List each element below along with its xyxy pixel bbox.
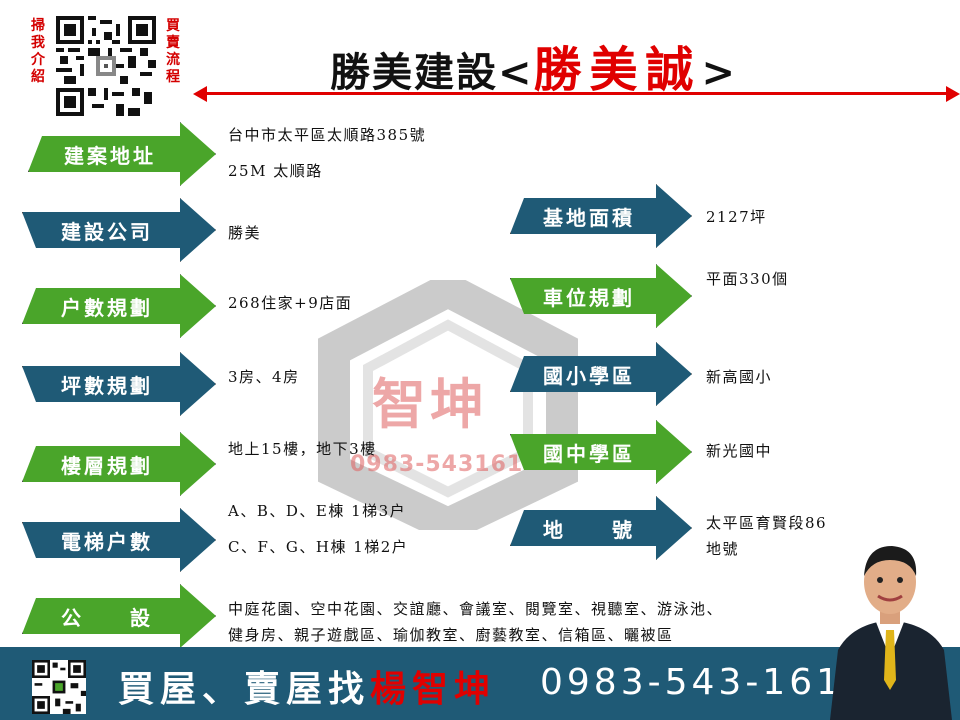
value-layout: 3房、4房 [228, 368, 300, 386]
trade-process-text: 買賣流程 [166, 18, 180, 85]
footer-phone-number[interactable]: 0983-543-161 [540, 662, 844, 703]
value-floors: 地上15樓，地下3樓 [228, 440, 377, 458]
value-parking: 平面330個 [706, 270, 789, 288]
qr-code-contact[interactable] [32, 660, 86, 714]
watermark-name: 智坤 [372, 372, 488, 436]
label-company: 建設公司 [22, 198, 216, 262]
label-address: 建案地址 [28, 122, 216, 186]
value-elevator-line2: C、F、G、H棟 1梯2户 [228, 538, 409, 556]
value-address-line2: 25M 太順路 [228, 162, 323, 180]
footer-slogan: 買屋、賣屋找楊智坤 [118, 660, 496, 712]
title-suffix: > [701, 49, 738, 96]
value-lot-line2: 地號 [706, 540, 740, 558]
label-parking: 車位規劃 [510, 264, 692, 328]
value-site-area: 2127坪 [706, 208, 767, 226]
page-title: 勝美建設<勝美誠> [330, 30, 737, 100]
footer-agent-name: 楊智坤 [370, 668, 497, 710]
value-junior-high: 新光國中 [706, 442, 773, 460]
footer-bar [0, 647, 960, 720]
label-junior-high: 國中學區 [510, 420, 692, 484]
title-prefix: 勝美建設< [330, 49, 534, 96]
label-site-area: 基地面積 [510, 184, 692, 248]
red-arrow-right-head [946, 86, 960, 102]
value-units: 268住家+9店面 [228, 294, 353, 312]
value-company: 勝美 [228, 224, 262, 242]
watermark-phone: 0983-543161 [350, 452, 524, 477]
value-lot-line1: 太平區育賢段86 [706, 514, 828, 532]
value-facilities-line1: 中庭花園、空中花園、交誼廳、會議室、閱覽室、視聽室、游泳池、 [228, 600, 724, 618]
agent-portrait [830, 546, 952, 720]
label-elementary: 國小學區 [510, 342, 692, 406]
red-arrow-left-head [193, 86, 207, 102]
value-facilities-line2: 健身房、親子遊戲區、瑜伽教室、廚藝教室、信箱區、曬被區 [228, 626, 674, 644]
scan-intro-text: 掃我介紹 [31, 18, 45, 85]
label-floors: 樓層規劃 [22, 432, 216, 496]
value-address-line1: 台中市太平區太順路385號 [228, 126, 427, 144]
label-facilities: 公 設 [22, 584, 216, 648]
value-elevator-line1: A、B、D、E棟 1梯3户 [228, 502, 407, 520]
label-floor-area: 坪數規劃 [22, 352, 216, 416]
value-elementary: 新高國小 [706, 368, 773, 386]
title-divider-line [204, 92, 948, 95]
label-elevator: 電梯户數 [22, 508, 216, 572]
footer-slogan-prefix: 買屋、賣屋找 [118, 668, 371, 710]
label-units: 户數規劃 [22, 274, 216, 338]
title-project-name: 勝美誠 [533, 42, 702, 98]
qr-code-intro[interactable] [56, 16, 156, 116]
label-lot-number: 地 號 [510, 496, 692, 560]
